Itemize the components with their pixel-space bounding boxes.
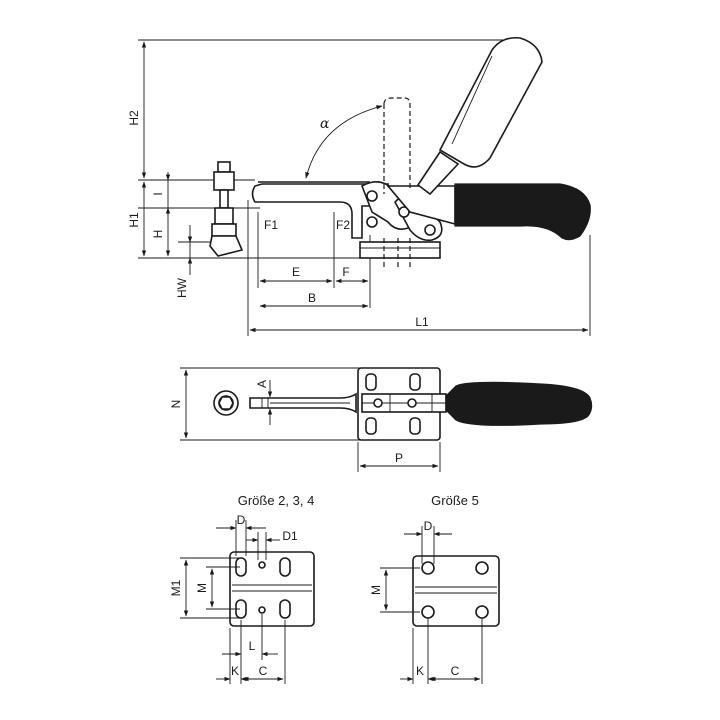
base-plate-sizes-2-3-4: Größe 2, 3, 4 — [169, 493, 315, 684]
label-c-size5: C — [451, 664, 460, 678]
label-f: F — [342, 265, 349, 279]
label-m1-size234: M1 — [169, 579, 183, 596]
label-h2: H2 — [127, 110, 141, 126]
label-d-size234: D — [237, 513, 246, 527]
label-l-size234: L — [249, 639, 256, 653]
base-plate-size-5: Größe 5 D M K C — [369, 493, 500, 684]
label-l1: L1 — [415, 315, 429, 329]
label-hw: HW — [175, 277, 189, 298]
label-n: N — [169, 400, 183, 409]
top-view: N A P — [169, 367, 593, 472]
label-d1-size234: D1 — [282, 529, 298, 543]
label-k-size234: K — [231, 664, 239, 678]
label-p: P — [395, 451, 403, 465]
caption-size-5: Größe 5 — [431, 493, 479, 508]
label-alpha: α — [320, 116, 330, 132]
label-d-size5: D — [424, 519, 433, 533]
label-h1: H1 — [127, 212, 141, 228]
label-m-size5: M — [369, 585, 383, 595]
label-m-size234: M — [195, 583, 209, 593]
label-h: H — [151, 230, 165, 239]
label-i: I — [151, 192, 165, 195]
label-f2: F2 — [336, 218, 350, 232]
caption-sizes-2-3-4: Größe 2, 3, 4 — [238, 493, 315, 508]
label-e: E — [292, 265, 300, 279]
label-a: A — [255, 380, 269, 388]
label-c-size234: C — [259, 664, 268, 678]
label-b: B — [308, 291, 316, 305]
label-k-size5: K — [416, 664, 424, 678]
label-f1: F1 — [264, 218, 278, 232]
side-view: H2 H1 I H HW F1 F2 E F B L1 α — [127, 36, 591, 336]
